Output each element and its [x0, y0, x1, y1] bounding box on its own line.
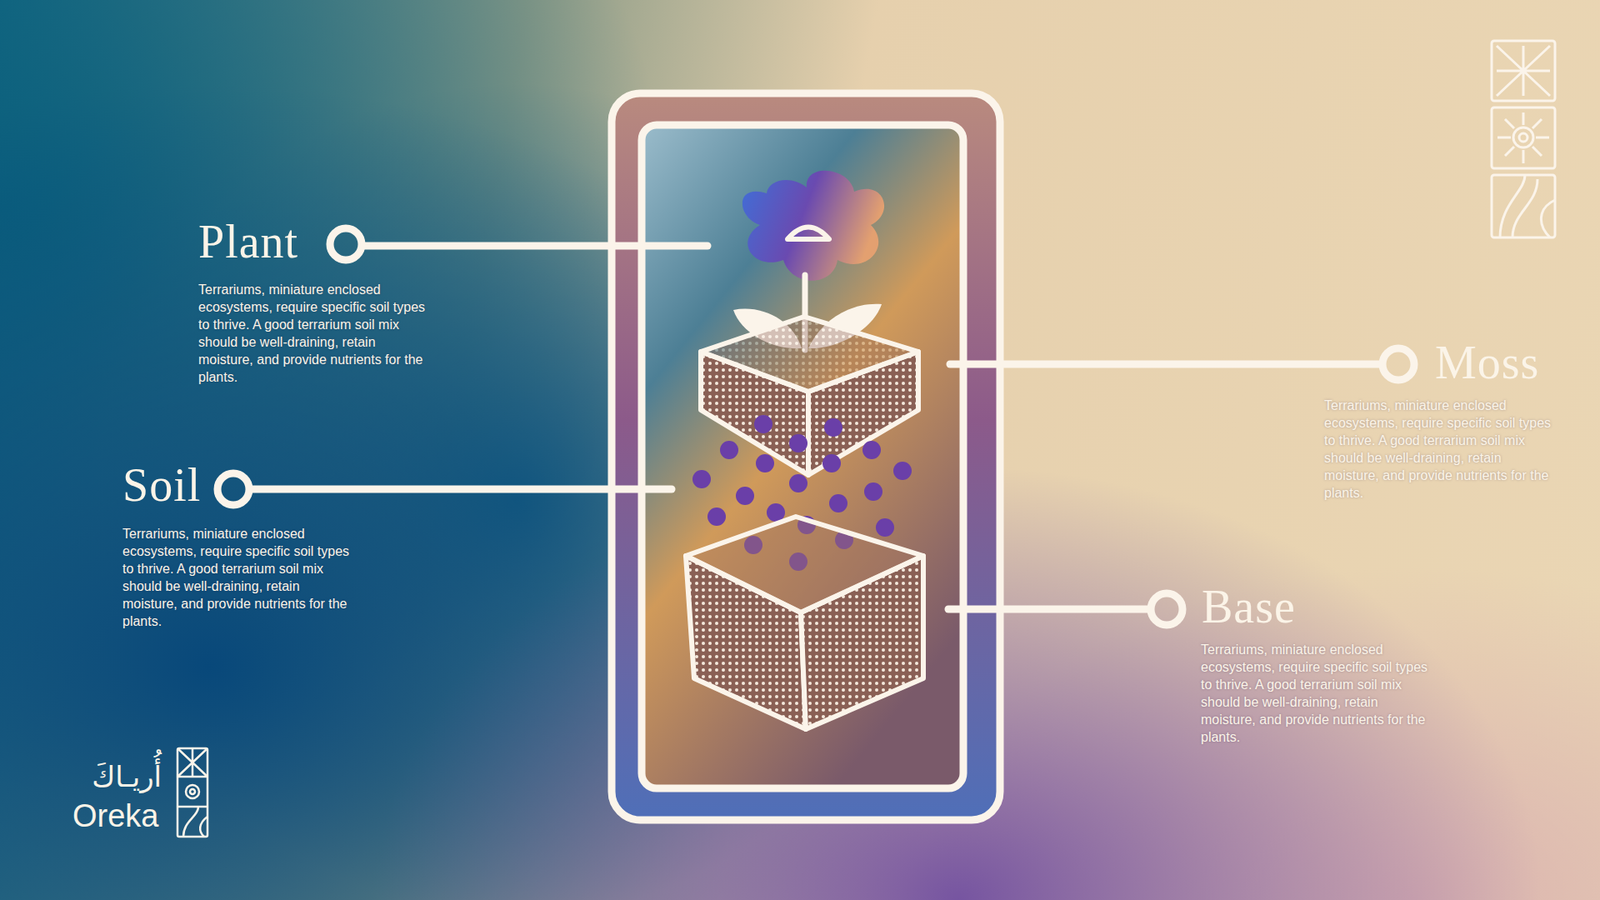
soil-particle [864, 482, 883, 501]
soil-particle [735, 486, 755, 505]
callout-description: Terrariums, miniature enclosed ecosystem… [122, 525, 356, 630]
soil-particle [789, 474, 808, 493]
soil-particle [692, 470, 711, 489]
soil-particle [893, 461, 912, 480]
brand-wordmark-arabic: أُريـاكَ [91, 762, 162, 791]
callout-heading: Moss [1435, 339, 1540, 386]
callout-description: Terrariums, miniature enclosed ecosystem… [198, 280, 432, 386]
callout-heading: Soil [122, 461, 201, 509]
soil-particle [824, 418, 843, 437]
soil-particle [789, 434, 808, 453]
soil-particle [720, 440, 739, 460]
soil-particle [755, 454, 775, 473]
soil-particle [829, 494, 848, 513]
soil-particle [707, 507, 726, 526]
soil-particle [862, 440, 881, 460]
callout-heading: Plant [198, 218, 299, 265]
callout-heading: Base [1201, 583, 1296, 630]
callout-description: Terrariums, miniature enclosed ecosystem… [1200, 640, 1435, 746]
soil-particle [875, 518, 895, 537]
brand-wordmark: Oreka [72, 800, 159, 832]
callout-description: Terrariums, miniature enclosed ecosystem… [1324, 396, 1558, 502]
soil-particle [754, 415, 773, 434]
soil-particle [822, 454, 841, 473]
